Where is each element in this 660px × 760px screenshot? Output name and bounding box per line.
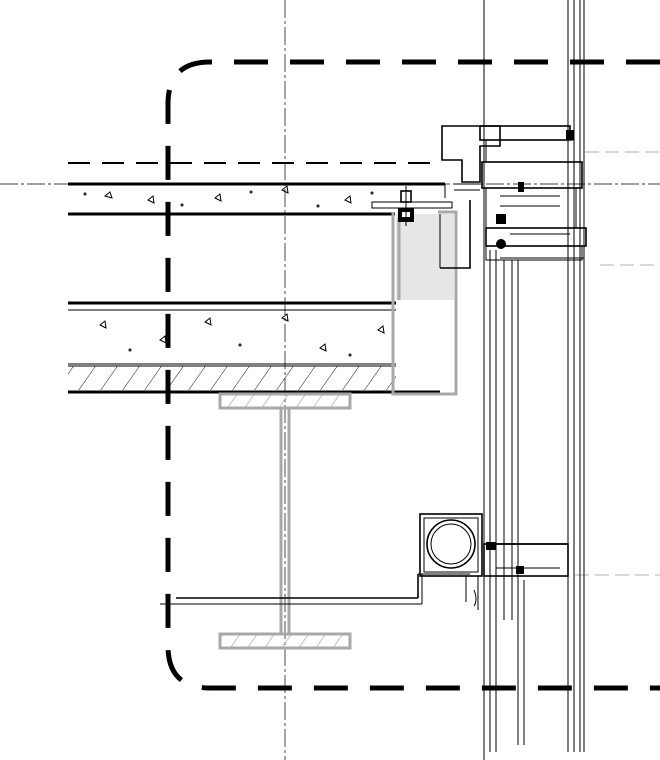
window-frame-head [441, 125, 587, 261]
edge-angle [391, 200, 471, 396]
metal-deck [68, 365, 440, 394]
curtain-wall-mullion [489, 0, 585, 752]
window-frame-sill [483, 542, 569, 577]
detail-callout-boundary [165, 59, 660, 691]
concrete-slab-upper [68, 182, 446, 216]
steel-beam [218, 392, 352, 650]
roller-shade-housing [419, 513, 483, 610]
concrete-slab-lower [68, 301, 446, 365]
concrete-aggregate [83, 185, 374, 208]
anchor-bolt [371, 186, 453, 226]
ceiling-soffit [160, 573, 470, 605]
